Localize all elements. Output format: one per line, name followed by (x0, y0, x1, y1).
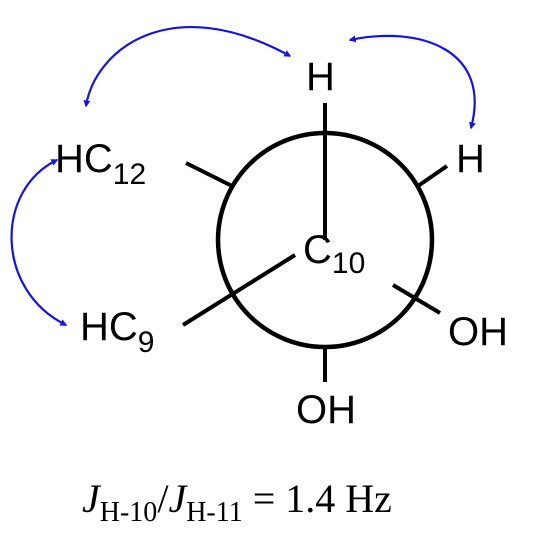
back-bond-to-hc12 (185, 161, 233, 188)
front-carbon-label: C10 (303, 228, 365, 280)
back-bond-to-h-right (416, 164, 449, 188)
front-bond-to-oh-right (391, 283, 442, 315)
hc12-label: HC12 (55, 137, 146, 191)
coupling-constant-caption: JH-10/JH-11 = 1.4 Hz (82, 476, 392, 528)
noe-arrow-h-top-h-right (348, 34, 476, 130)
hc9-label: HC9 (80, 305, 154, 359)
h-top-label: H (306, 55, 335, 99)
noe-arrow-hc12-hc9 (10, 159, 68, 326)
oh-right-label: OH (448, 310, 508, 354)
front-bond-to-hc9 (181, 253, 297, 327)
h-right-label: H (456, 137, 485, 181)
noe-arrow-hc12-h-top (83, 26, 292, 108)
oh-bottom-label: OH (296, 388, 356, 432)
